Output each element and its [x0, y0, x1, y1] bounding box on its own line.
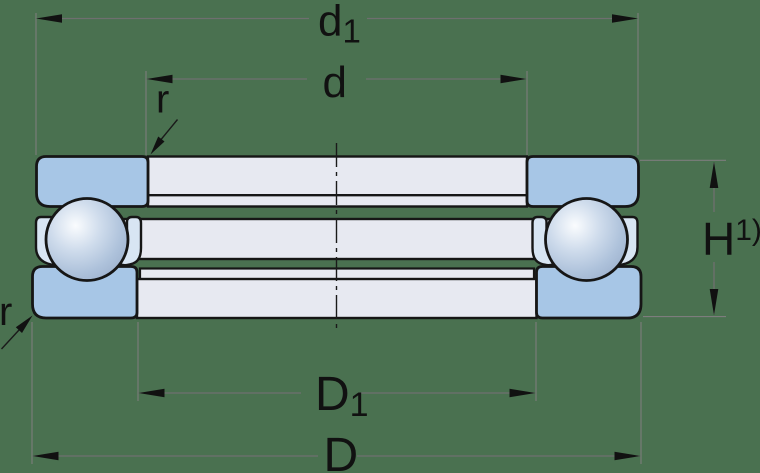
d1-label: d1 — [318, 0, 361, 50]
shaft-washer-bore-surface — [146, 155, 529, 208]
H-arrow-top — [709, 161, 719, 188]
r-bottom-leader-line — [0, 329, 20, 350]
washers — [31, 155, 643, 320]
r-top-label: r — [156, 78, 169, 122]
H-arrow-bottom — [709, 289, 719, 316]
shaft-washer-right-section — [525, 155, 640, 208]
ball-left — [44, 197, 130, 282]
r-top-leader-line — [158, 119, 179, 143]
d1-arrow-right — [612, 14, 638, 23]
housing-washer-left-section — [31, 265, 139, 320]
leader-r-bottom: r — [0, 290, 33, 350]
d-label: d — [323, 58, 347, 107]
r-bottom-arrow — [15, 315, 33, 333]
dimension-d1: d1 — [35, 0, 639, 155]
D-label: D — [324, 429, 359, 473]
r-top-arrow — [150, 136, 165, 155]
housing-washer-right-section — [535, 265, 643, 320]
dimension-D1: D1 — [137, 322, 537, 424]
D-arrow-left — [32, 451, 59, 461]
D1-arrow-left — [138, 388, 165, 398]
dimension-H: H1) — [640, 159, 760, 318]
ball-right — [544, 197, 629, 282]
D1-arrow-right — [509, 388, 536, 398]
r-bottom-label: r — [0, 290, 12, 334]
H-label: H1) — [702, 213, 760, 265]
shaft-washer-left-section — [35, 155, 150, 208]
dimension-D: D — [31, 322, 642, 473]
leader-r-top: r — [150, 78, 179, 155]
D1-label: D1 — [315, 368, 369, 424]
dimension-d: d — [145, 58, 528, 155]
D-arrow-right — [614, 451, 641, 461]
d-arrow-right — [500, 74, 527, 84]
d-arrow-left — [146, 74, 173, 84]
d1-arrow-left — [36, 14, 62, 23]
